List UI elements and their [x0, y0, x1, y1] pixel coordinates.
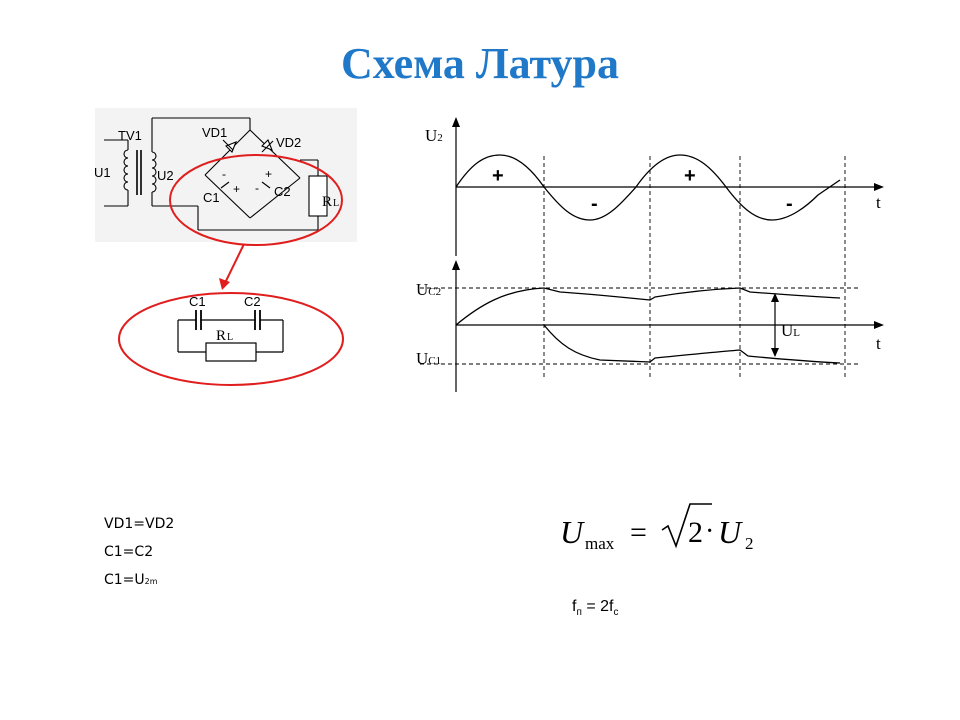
top-xlabel: t — [876, 193, 881, 212]
bottom-xlabel: t — [876, 334, 881, 353]
bottom-x-arrow — [874, 321, 884, 329]
label-c1: C1 — [203, 190, 220, 205]
label-vd2: VD2 — [276, 135, 301, 150]
label-uc2: UC2 — [416, 280, 441, 299]
diode-vd2-symbol — [261, 139, 273, 151]
equivalent-labels: C1 C2 — [189, 294, 261, 309]
period-markers — [543, 156, 846, 380]
sign-minus-1: - — [591, 193, 598, 215]
formula-rhs-sub: 2 — [745, 534, 754, 553]
eq-label-c2: C2 — [244, 294, 261, 309]
circuit-labels: TV1 U1 U2 VD1 VD2 C1 C2 - + + - — [94, 125, 301, 205]
top-ylabel: U2 — [425, 126, 443, 145]
formula-coefficient: 2 — [688, 516, 703, 549]
condition-item: C1=C2 — [104, 544, 154, 560]
ul-arrow-bottom — [771, 348, 779, 357]
eq-resistor-body — [205, 342, 257, 362]
bottom-y-arrow — [452, 260, 460, 270]
top-sine-curve — [455, 154, 841, 221]
circuit-schematic — [95, 108, 357, 242]
cap-c2-plate — [261, 181, 271, 189]
top-graph-labels: U2 t — [425, 126, 881, 212]
highlight-ellipse-bridge — [169, 154, 343, 246]
sign-minus-2: - — [786, 193, 793, 215]
formula-rhs: U — [718, 514, 743, 550]
label-c2: C2 — [274, 184, 291, 199]
conditions-list: VD1=VD2 C1=C2 C1=U2m — [104, 514, 174, 598]
highlight-arrow-shaft — [224, 243, 245, 284]
graph-top — [452, 117, 884, 256]
label-minus-1: - — [222, 167, 226, 181]
condition-item: C1=U2m — [104, 572, 158, 588]
formula-dot: · — [705, 516, 714, 547]
label-plus-2: + — [265, 167, 272, 181]
cap-c1-plate — [220, 181, 230, 189]
ul-arrow-top — [771, 293, 779, 302]
secondary-coil — [151, 151, 157, 193]
diode-vd1-bar — [222, 139, 234, 151]
highlight-ellipse-equivalent — [118, 292, 344, 386]
label-u2: U2 — [157, 168, 174, 183]
primary-coil — [123, 149, 129, 191]
label-u1: U1 — [94, 165, 111, 180]
label-tv1: TV1 — [118, 128, 142, 143]
top-y-arrow — [452, 117, 460, 127]
eq-label-load: RL — [216, 328, 233, 344]
uc2-curve — [455, 287, 841, 326]
condition-item: VD1=VD2 — [104, 516, 175, 532]
formula-sqrt-sign — [661, 503, 712, 549]
formula-lhs: U — [560, 514, 585, 550]
equivalent-circuit — [177, 310, 284, 362]
sign-plus-1: + — [492, 165, 504, 187]
bridge-upper-left — [204, 129, 251, 176]
uc1-curve — [543, 324, 841, 364]
sign-plus-2: + — [684, 165, 696, 187]
diode-vd2-bar — [261, 140, 274, 153]
bridge-lower-left — [204, 174, 251, 219]
label-plus-1: + — [233, 182, 240, 196]
bottom-graph-labels: UC2 UC1 UL t — [416, 280, 881, 368]
label-load: RL — [322, 194, 339, 210]
label-vd1: VD1 — [202, 125, 227, 140]
formula-equals: = — [630, 516, 647, 549]
eq-label-c1: C1 — [189, 294, 206, 309]
graph-bottom — [420, 260, 884, 392]
diode-vd1-symbol — [225, 141, 237, 153]
bridge-upper-right — [249, 129, 301, 179]
top-x-arrow — [874, 183, 884, 191]
formula-lhs-sub: max — [585, 534, 615, 553]
circuit-background — [95, 108, 357, 242]
bridge-lower-right — [249, 177, 301, 219]
label-ul: UL — [781, 321, 800, 340]
highlight-arrow-head — [219, 278, 230, 290]
label-minus-2: - — [255, 181, 259, 195]
page-title: Схема Латура — [340, 39, 620, 88]
label-uc1: UC1 — [416, 349, 441, 368]
frequency-relation: fп = 2fс — [572, 598, 619, 619]
top-graph-signs: + + - - — [492, 165, 793, 215]
formula-umax: U max = 2 · U 2 — [560, 514, 754, 553]
